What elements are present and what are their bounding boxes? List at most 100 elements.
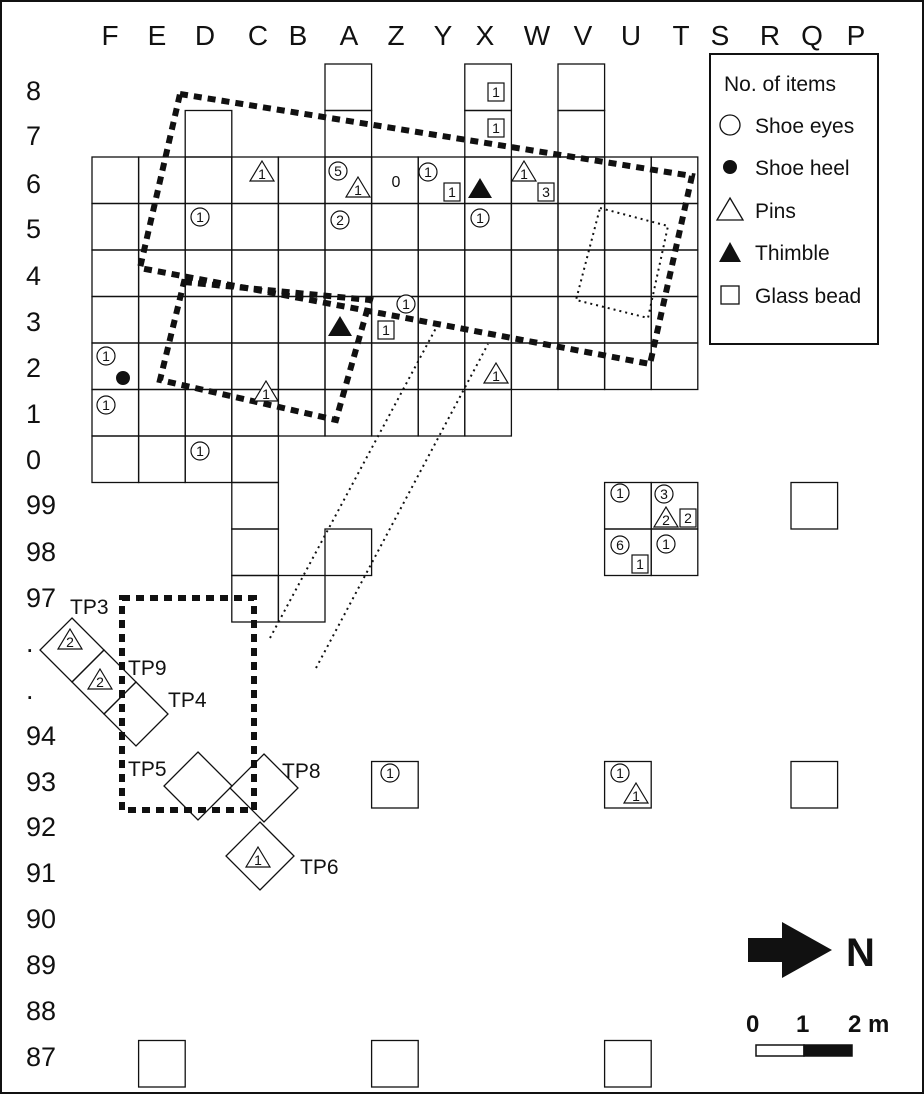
grid-unit	[277, 202, 326, 251]
dashed-outlines	[119, 90, 696, 813]
grid-unit	[417, 342, 466, 391]
svg-text:3: 3	[542, 184, 550, 200]
svg-text:1: 1	[616, 485, 624, 501]
shoe-eye: 1	[396, 294, 416, 314]
grid-unit	[91, 202, 140, 251]
grid-unit	[277, 156, 326, 205]
grid-unit	[603, 202, 652, 251]
grid-unit	[277, 574, 326, 623]
artifacts: 1 1 1 3 1 2 1 1 1 1 1 1 2 2 2 1 1 5 1 1 …	[57, 82, 697, 868]
dashed-outline-south	[119, 595, 257, 813]
dotted-line-east	[315, 343, 489, 669]
grid-unit	[184, 435, 233, 484]
column-label: E	[148, 20, 167, 51]
grid-unit	[603, 342, 652, 391]
grid-unit	[557, 63, 606, 112]
grid-unit	[277, 342, 326, 391]
grid-unit	[510, 249, 559, 298]
row-label: 7	[26, 121, 41, 151]
grid-unit	[370, 388, 419, 437]
svg-text:1: 1	[102, 348, 110, 364]
pin: 2	[87, 668, 113, 690]
column-label: C	[248, 20, 268, 51]
svg-text:1: 1	[476, 210, 484, 226]
row-label: 88	[26, 996, 56, 1026]
svg-text:1: 1	[196, 209, 204, 225]
grid-unit	[324, 249, 373, 298]
pin: 2	[653, 506, 679, 528]
glass-bead: 1	[377, 320, 395, 340]
shoe-eye: 1	[610, 483, 630, 503]
svg-text:1: 1	[632, 788, 640, 804]
svg-text:1: 1	[196, 443, 204, 459]
svg-text:1: 1	[492, 368, 500, 384]
grid-unit	[91, 435, 140, 484]
grid-unit	[510, 342, 559, 391]
scale-bar: 0 1 2 m	[746, 1011, 889, 1057]
grid-unit	[557, 249, 606, 298]
row-label: .	[26, 675, 34, 705]
row-label: 98	[26, 537, 56, 567]
grid-unit	[137, 295, 186, 344]
row-label: 91	[26, 858, 56, 888]
legend-shoe-eyes: Shoe eyes	[755, 115, 854, 138]
svg-text:2: 2	[66, 634, 74, 650]
shoe-heel-marker	[116, 371, 130, 385]
column-label: P	[847, 20, 866, 51]
row-label: 1	[26, 399, 41, 429]
dotted-line-west	[269, 327, 437, 639]
grid-unit	[557, 109, 606, 158]
grid-unit	[370, 760, 419, 809]
legend-pins: Pins	[755, 200, 796, 223]
column-label: R	[760, 20, 780, 51]
shoe-eye: 1	[470, 208, 490, 228]
grid-unit	[231, 202, 280, 251]
grid-unit	[324, 109, 373, 158]
grid-unit	[91, 156, 140, 205]
column-label: A	[340, 20, 359, 51]
row-label: 89	[26, 950, 56, 980]
column-label: F	[101, 20, 118, 51]
pin: 1	[483, 362, 509, 384]
grid-unit	[184, 202, 233, 251]
row-label: 6	[26, 169, 41, 199]
pin: 1	[245, 846, 271, 868]
shoe-eye: 1	[190, 207, 210, 227]
pin: 1	[345, 176, 371, 198]
svg-text:1: 1	[254, 852, 262, 868]
scale-label-2: 2 m	[848, 1011, 889, 1038]
column-label: D	[195, 20, 215, 51]
shoe-eye: 1	[96, 395, 116, 415]
svg-text:1: 1	[636, 556, 644, 572]
grid-unit	[277, 388, 326, 437]
grid-unit	[370, 1039, 419, 1088]
column-label: U	[621, 20, 641, 51]
grid-unit	[137, 435, 186, 484]
grid-unit	[137, 1039, 186, 1088]
shoe-eye: 1	[418, 162, 438, 182]
grid-unit	[324, 388, 373, 437]
grid-unit	[510, 295, 559, 344]
column-label: S	[711, 20, 730, 51]
dotted-outline-east	[574, 206, 670, 320]
column-label: X	[476, 20, 495, 51]
grid-unit	[137, 202, 186, 251]
row-label: 0	[26, 445, 41, 475]
glass-bead: 2	[679, 508, 697, 528]
svg-text:1: 1	[402, 296, 410, 312]
svg-text:2: 2	[684, 510, 692, 526]
glass-bead: 1	[487, 82, 505, 102]
pin-swatch	[715, 196, 745, 221]
column-label: B	[289, 20, 308, 51]
svg-text:1: 1	[382, 322, 390, 338]
tp5-label: TP5	[128, 758, 167, 781]
row-label: .	[26, 628, 34, 658]
grid-unit	[557, 202, 606, 251]
row-label: 90	[26, 904, 56, 934]
column-label: Z	[387, 20, 404, 51]
grid-unit	[184, 109, 233, 158]
grid-unit	[91, 249, 140, 298]
svg-text:1: 1	[424, 164, 432, 180]
